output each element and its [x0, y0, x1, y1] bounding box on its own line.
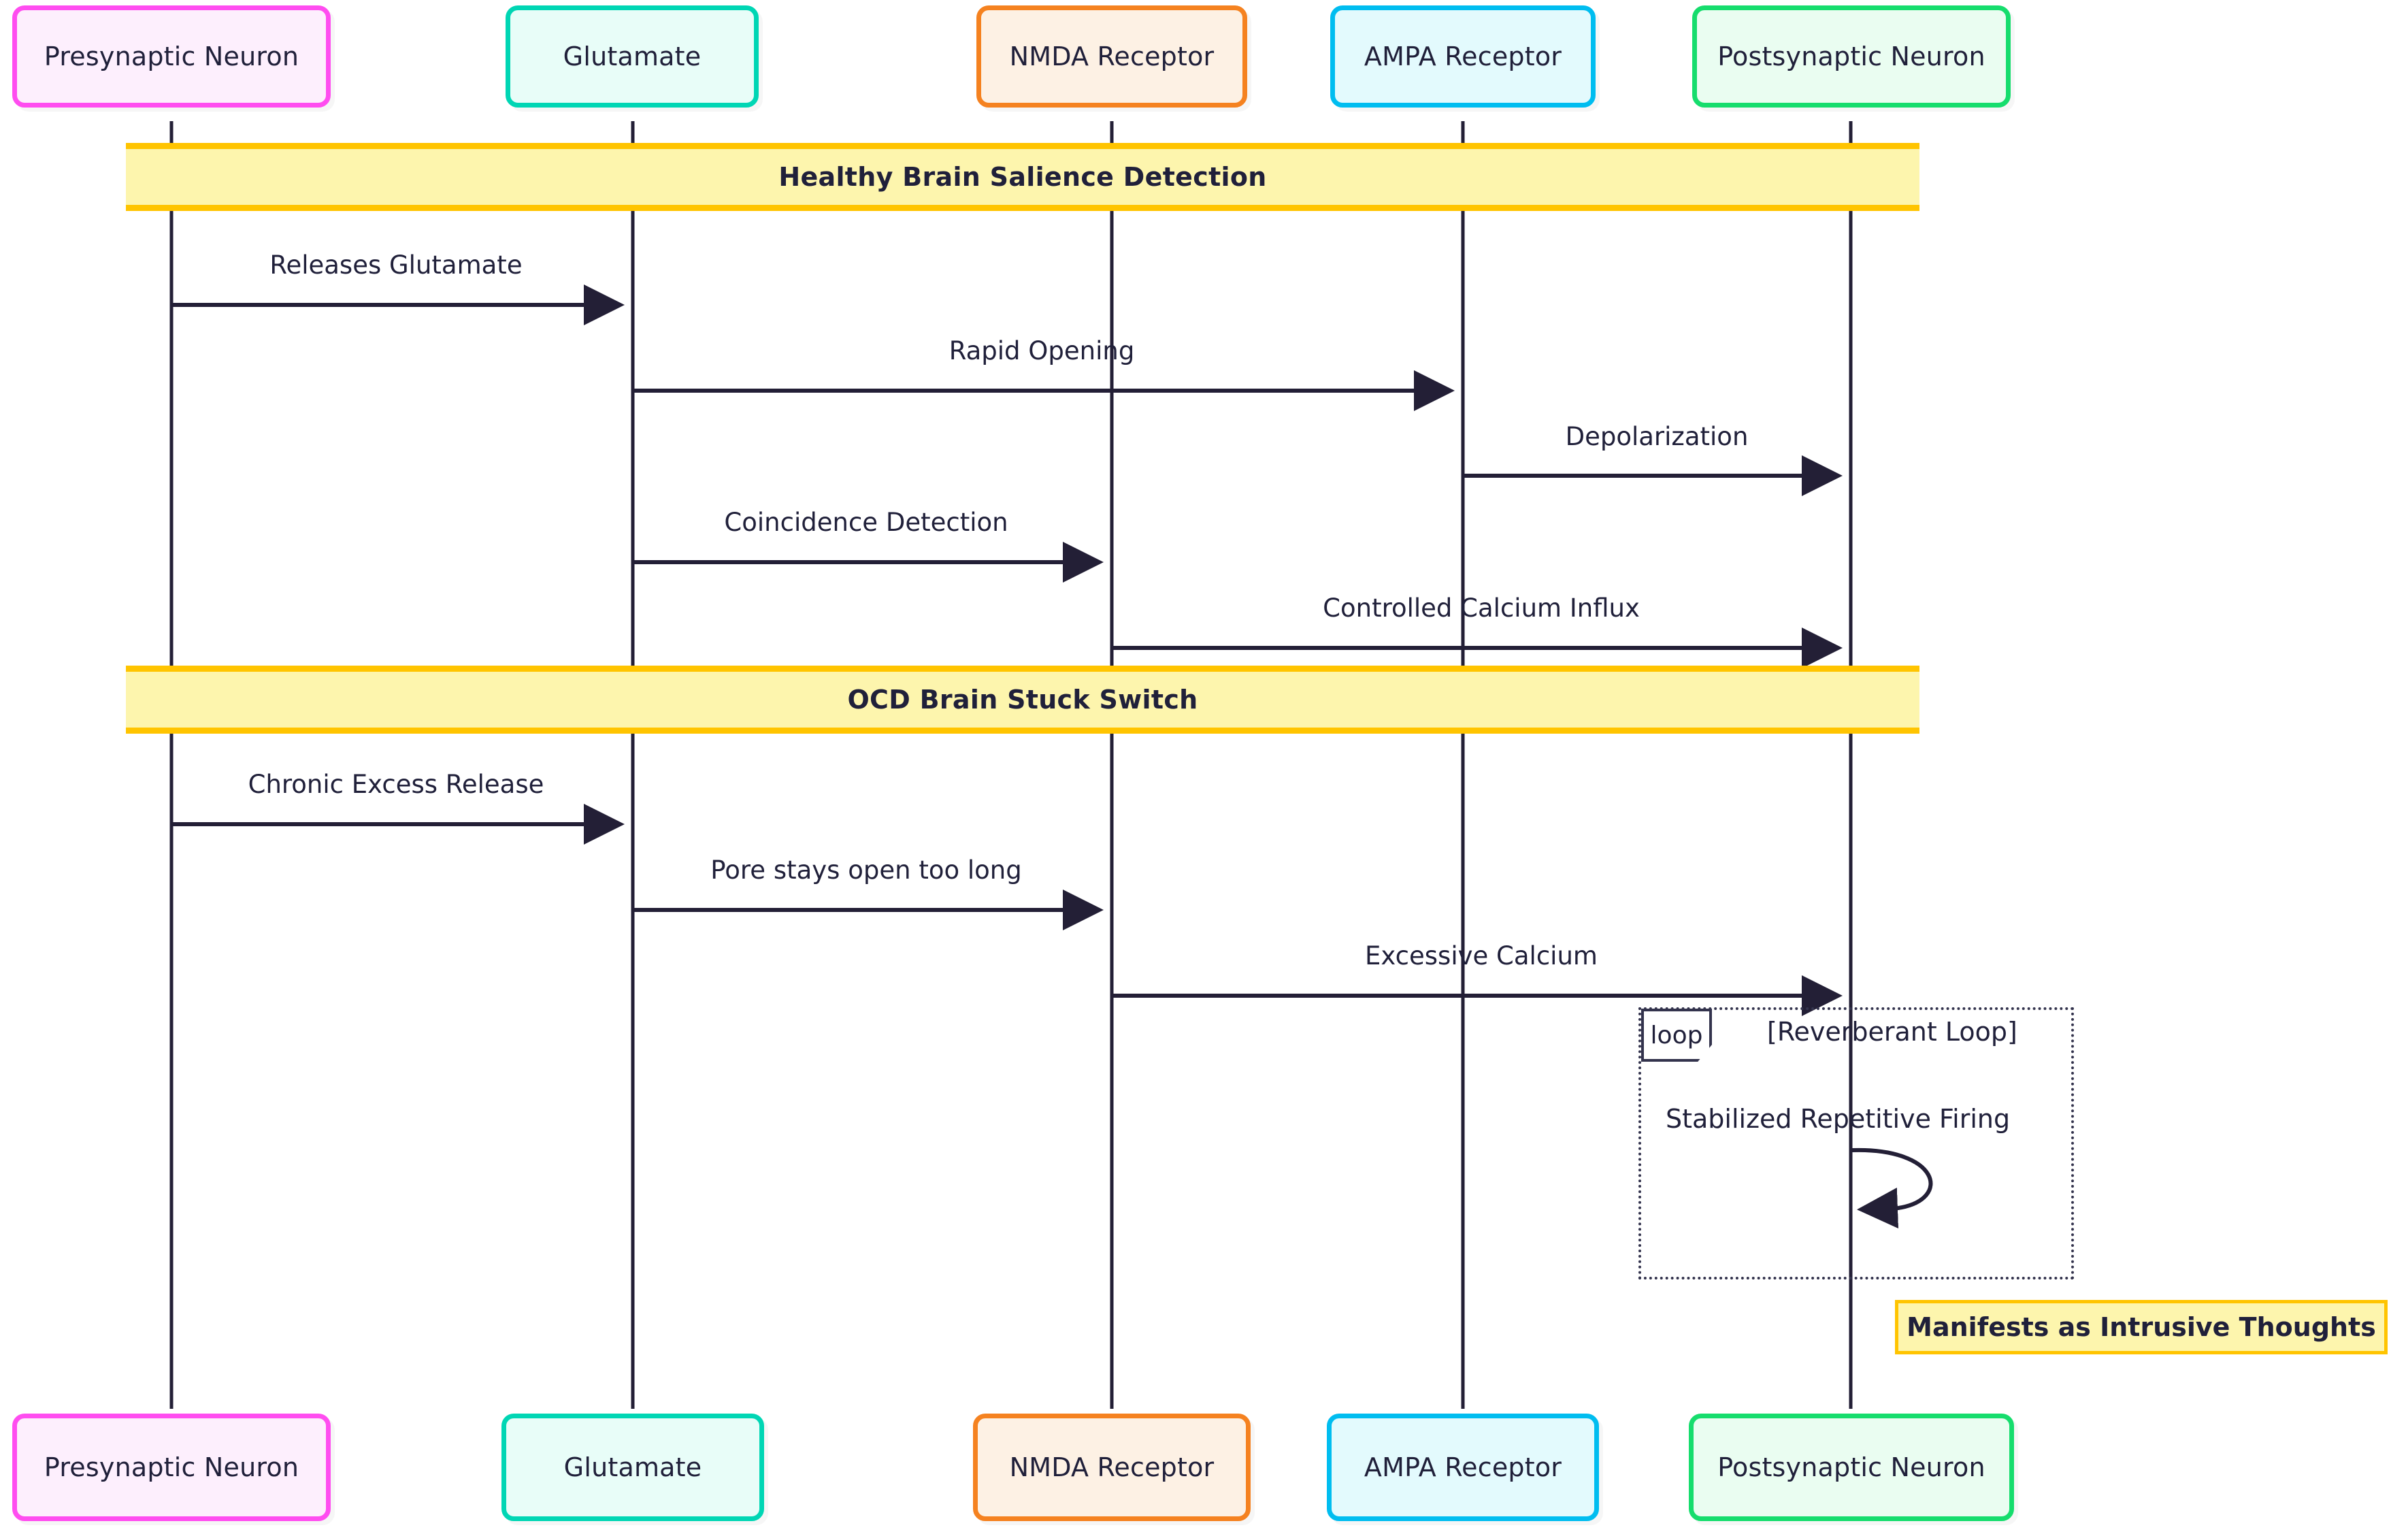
loop-fragment-tag: loop — [1641, 1009, 1712, 1062]
message-label-releases-glutamate: Releases Glutamate — [269, 250, 522, 280]
lifelines — [169, 121, 1853, 1409]
message-text: Chronic Excess Release — [248, 770, 544, 799]
actor-label: AMPA Receptor — [1364, 42, 1562, 71]
message-text: Releases Glutamate — [269, 250, 523, 280]
message-label-controlled-calcium-influx: Controlled Calcium Influx — [1323, 593, 1640, 623]
message-label-pore-stays-open-too-long: Pore stays open too long — [710, 855, 1021, 885]
message-text: Controlled Calcium Influx — [1323, 593, 1640, 623]
actor-label: Presynaptic Neuron — [44, 42, 299, 71]
actor-label: AMPA Receptor — [1364, 1452, 1562, 1482]
message-text: Rapid Opening — [949, 336, 1135, 365]
actor-box-bottom-glutamate[interactable]: Glutamate — [501, 1414, 764, 1521]
message-label-rapid-opening: Rapid Opening — [949, 336, 1135, 365]
note-manifests-as-intrusive-thoughts: Manifests as Intrusive Thoughts — [1895, 1300, 2388, 1354]
loop-fragment-box — [1638, 1007, 2074, 1280]
message-label-excessive-calcium: Excessive Calcium — [1365, 941, 1598, 971]
section-band-ocd: OCD Brain Stuck Switch — [126, 666, 1919, 734]
loop-tag-label: loop — [1650, 1021, 1703, 1049]
message-label-chronic-excess-release: Chronic Excess Release — [248, 770, 544, 799]
actor-label: Presynaptic Neuron — [44, 1452, 299, 1482]
message-text: Excessive Calcium — [1365, 941, 1598, 971]
actor-label: Glutamate — [563, 1452, 702, 1482]
actor-box-bottom-nmda[interactable]: NMDA Receptor — [973, 1414, 1251, 1521]
note-text: Manifests as Intrusive Thoughts — [1907, 1312, 2376, 1342]
message-text: Coincidence Detection — [724, 508, 1008, 537]
loop-message-label: Stabilized Repetitive Firing — [1666, 1104, 2010, 1134]
section-band-label: Healthy Brain Salience Detection — [778, 162, 1267, 192]
self-loop-arrow-stabilized-repetitive-firing — [1851, 1147, 1933, 1229]
actor-box-top-postsynaptic[interactable]: Postsynaptic Neuron — [1692, 5, 2011, 108]
message-text: Depolarization — [1565, 422, 1749, 451]
actor-label: Glutamate — [563, 42, 702, 71]
actor-box-bottom-ampa[interactable]: AMPA Receptor — [1327, 1414, 1599, 1521]
message-arrows — [171, 284, 1843, 1016]
message-text: Pore stays open too long — [710, 855, 1022, 885]
actor-box-bottom-presynaptic[interactable]: Presynaptic Neuron — [12, 1414, 331, 1521]
actor-box-top-ampa[interactable]: AMPA Receptor — [1330, 5, 1596, 108]
actor-label: NMDA Receptor — [1009, 42, 1215, 71]
loop-condition-label: [Reverberant Loop] — [1767, 1017, 2017, 1047]
section-band-healthy: Healthy Brain Salience Detection — [126, 143, 1919, 211]
loop-message-text: Stabilized Repetitive Firing — [1666, 1104, 2011, 1134]
actor-box-top-presynaptic[interactable]: Presynaptic Neuron — [12, 5, 331, 108]
actor-label: NMDA Receptor — [1009, 1452, 1215, 1482]
actor-label: Postsynaptic Neuron — [1717, 1452, 1985, 1482]
actor-box-bottom-postsynaptic[interactable]: Postsynaptic Neuron — [1689, 1414, 2014, 1521]
message-label-depolarization: Depolarization — [1566, 422, 1749, 451]
actor-box-top-glutamate[interactable]: Glutamate — [506, 5, 759, 108]
section-band-label: OCD Brain Stuck Switch — [847, 685, 1198, 715]
message-label-coincidence-detection: Coincidence Detection — [724, 508, 1008, 537]
actor-label: Postsynaptic Neuron — [1717, 42, 1985, 71]
actor-box-top-nmda[interactable]: NMDA Receptor — [976, 5, 1247, 108]
loop-condition-text: [Reverberant Loop] — [1767, 1017, 2017, 1047]
